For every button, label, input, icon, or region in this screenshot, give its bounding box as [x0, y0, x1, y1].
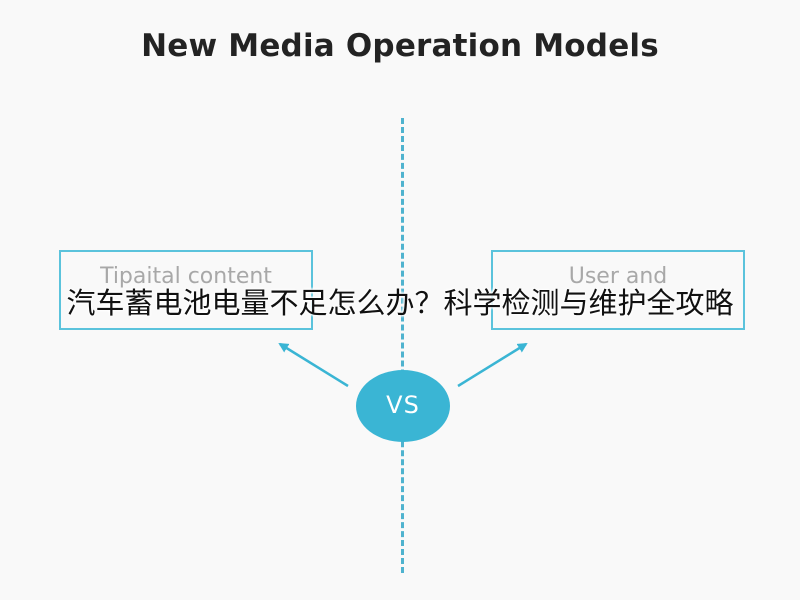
- right-model-label: User and: [568, 264, 668, 289]
- diagram-title: New Media Operation Models: [141, 28, 659, 64]
- arrow-to-left-box: [278, 342, 349, 388]
- vs-label: VS: [386, 391, 420, 419]
- arrow-to-right-box: [457, 342, 528, 388]
- left-model-box: Tipaital content: [59, 250, 313, 330]
- vs-badge: VS: [356, 370, 450, 442]
- left-model-label: Tipaital content: [100, 264, 272, 289]
- overlay-caption: 汽车蓄电池电量不足怎么办？科学检测与维护全攻略: [66, 286, 734, 320]
- center-dashed-divider: [401, 118, 404, 573]
- right-model-box: User and: [491, 250, 745, 330]
